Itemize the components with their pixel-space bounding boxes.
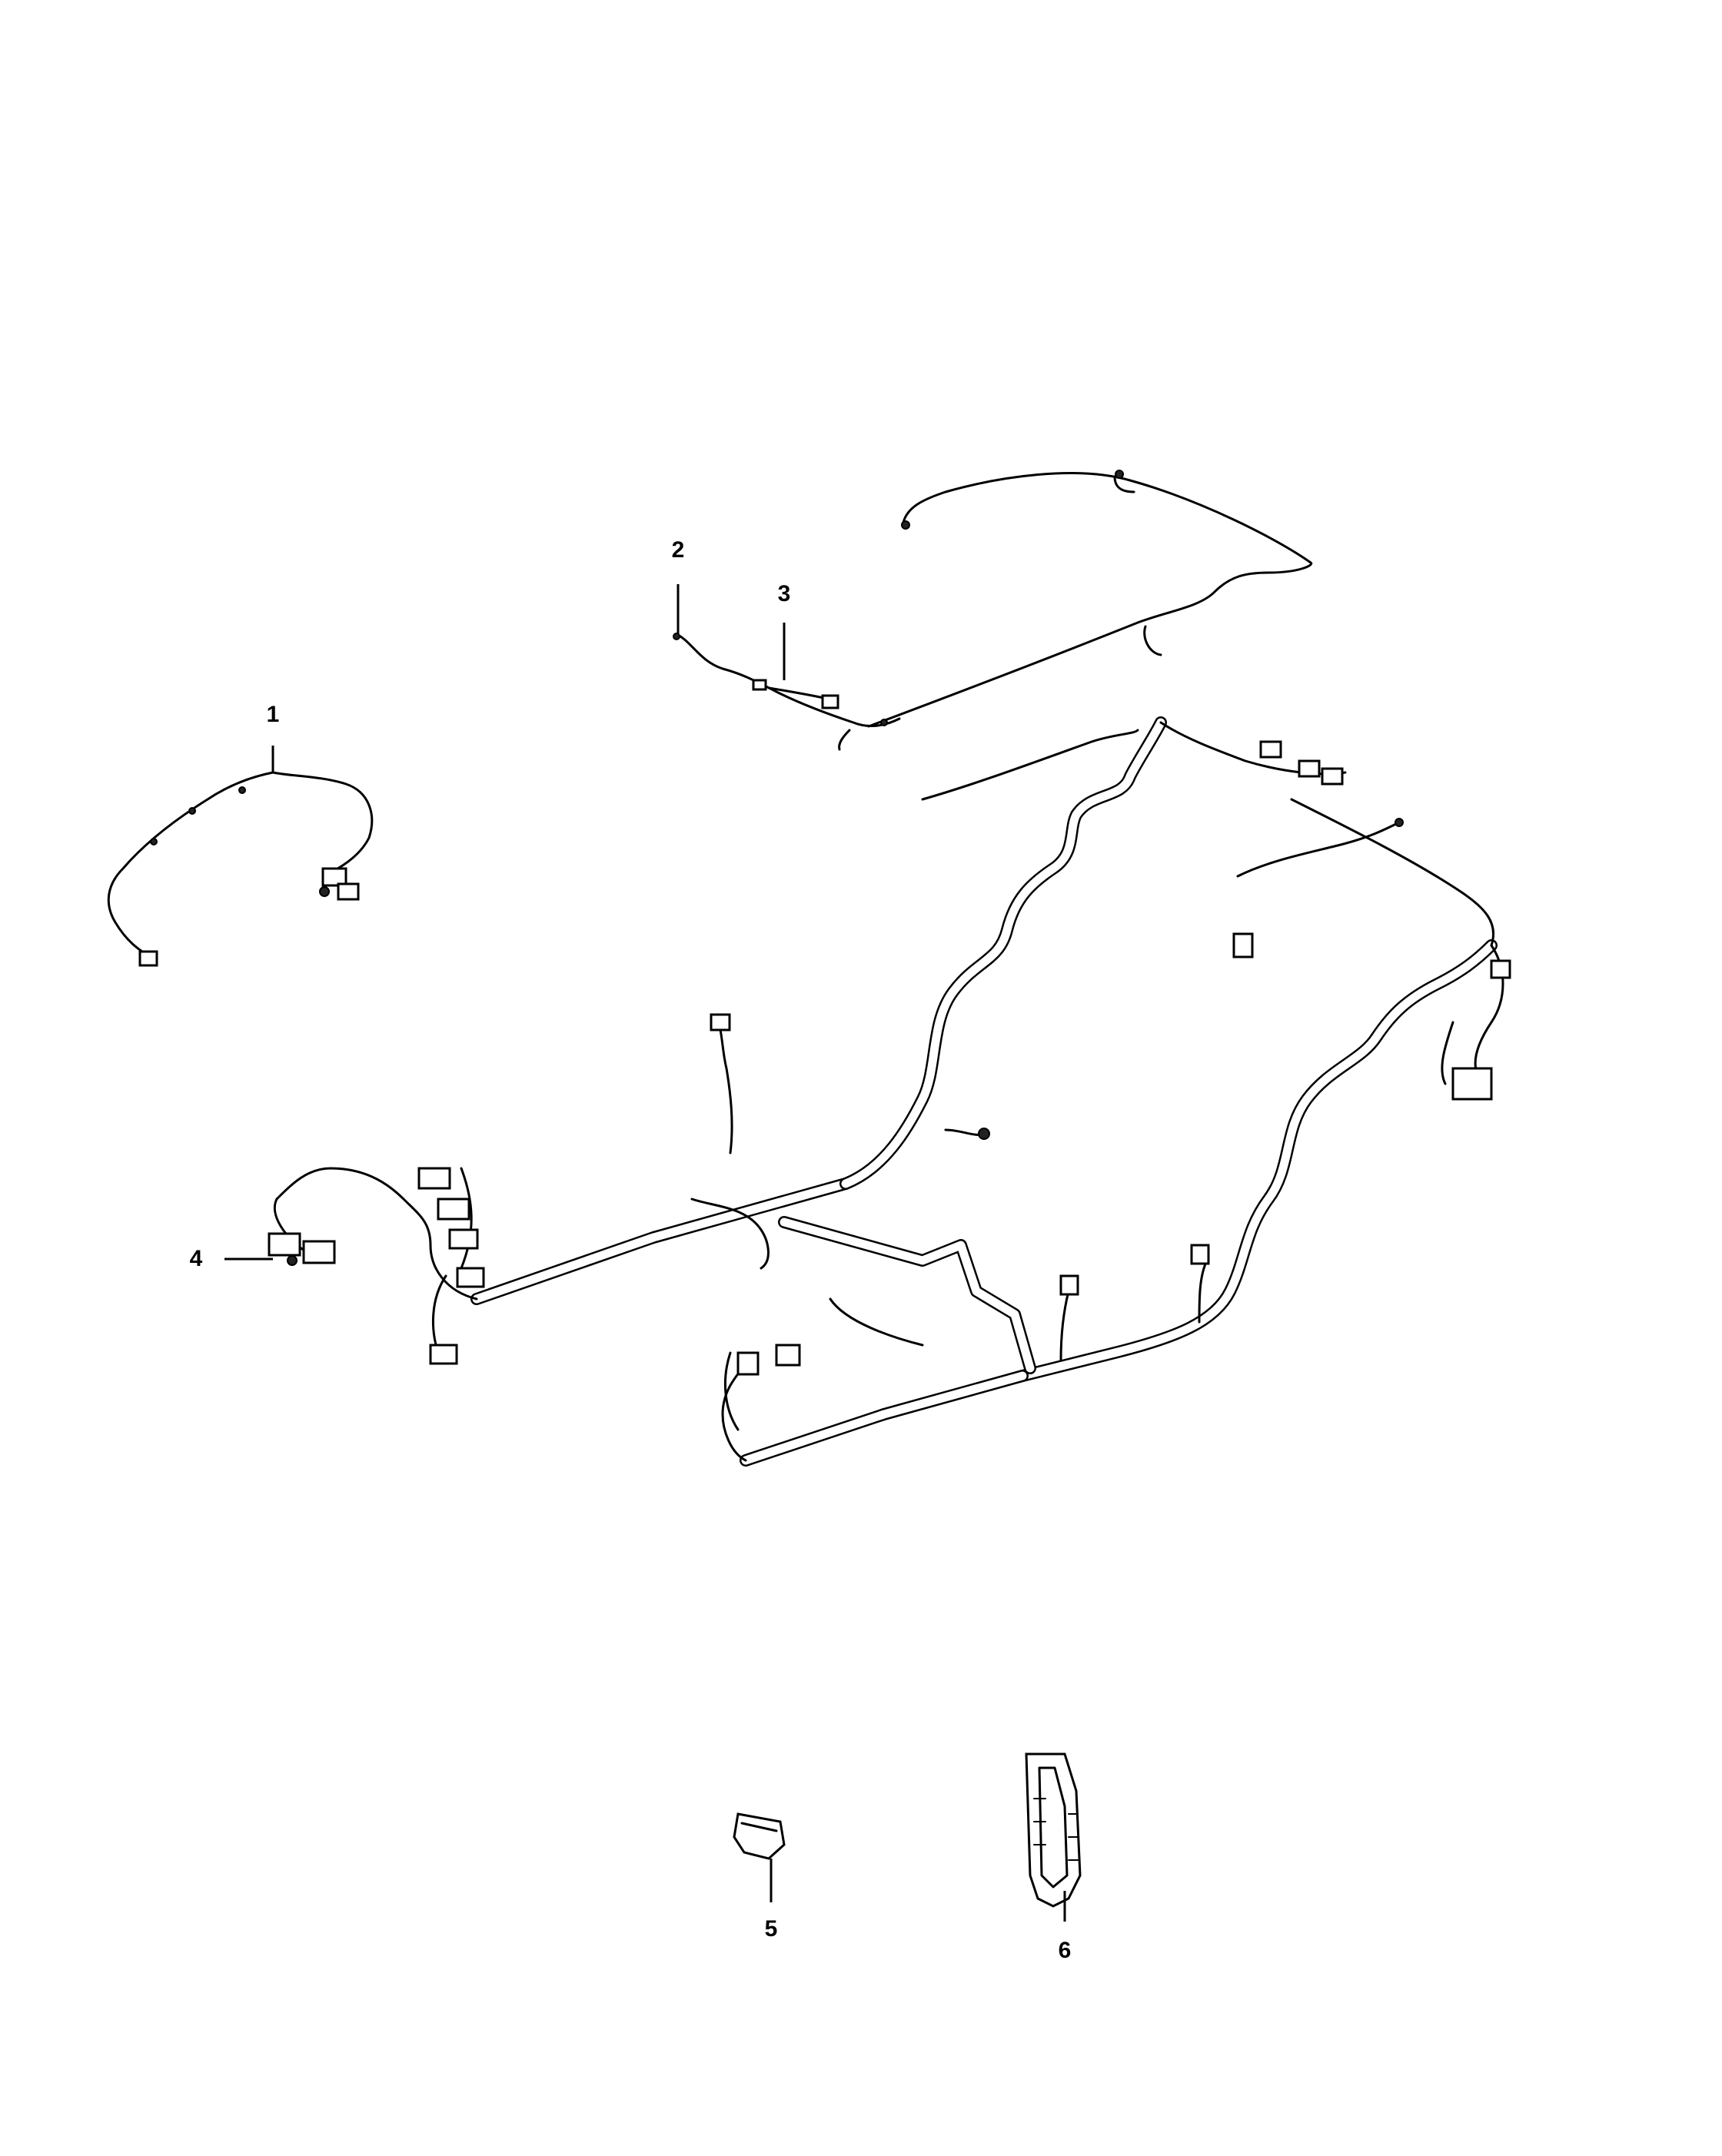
part-5-clip [733, 1812, 786, 1902]
callout-3: 3 [777, 581, 791, 606]
main-body-harness [275, 716, 1511, 1467]
part-1-harness [107, 746, 374, 967]
part-6-retainer [1025, 1752, 1082, 1922]
part-2-3-roof-harness [673, 470, 1313, 751]
callout-5: 5 [764, 1916, 778, 1942]
callout-4: 4 [189, 1246, 203, 1271]
callout-2: 2 [671, 537, 685, 563]
part-4-cluster [224, 1198, 336, 1266]
callout-1: 1 [266, 702, 280, 727]
callout-6: 6 [1058, 1938, 1072, 1963]
